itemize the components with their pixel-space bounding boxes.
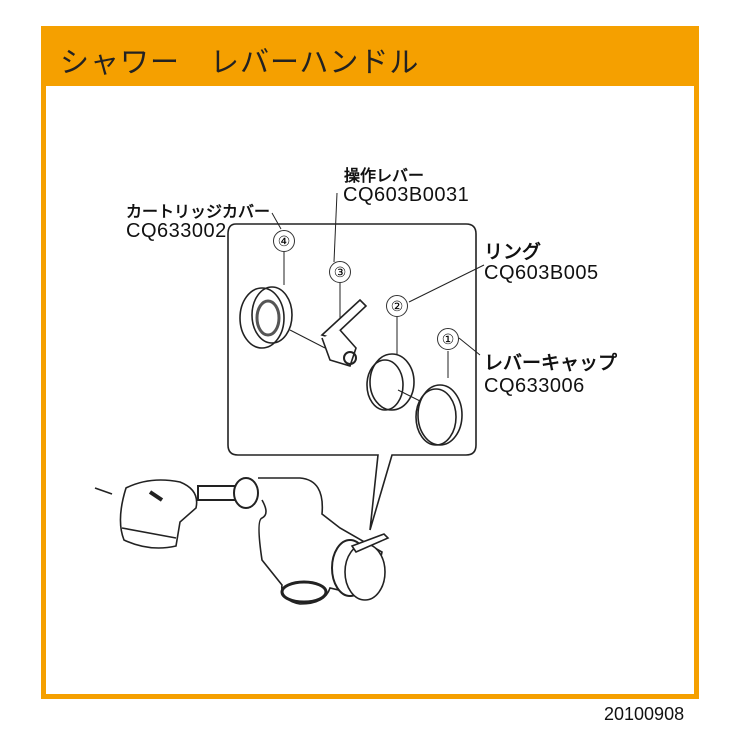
header-bar: シャワー レバーハンドル — [46, 31, 694, 86]
part-name-lever-cap: レバーキャップ — [484, 352, 618, 374]
cartridge-cover-part — [239, 286, 293, 349]
leader-lines — [271, 192, 485, 378]
part-number-2: ② — [386, 295, 408, 317]
faucet-body — [94, 477, 390, 605]
page-title: シャワー レバーハンドル — [60, 45, 420, 79]
part-code-cartridge-cover: CQ633002 — [126, 220, 227, 242]
part-code-operating-lever: CQ603B0031 — [343, 184, 470, 206]
ring-part — [366, 353, 431, 411]
part-number-3: ③ — [329, 261, 351, 283]
part-number-4: ④ — [273, 230, 295, 252]
part-number-1: ① — [437, 328, 459, 350]
part-code-lever-cap: CQ633006 — [484, 375, 585, 397]
part-name-ring: リング — [484, 241, 542, 263]
revision-date: 20100908 — [604, 704, 685, 724]
operating-lever-part — [289, 298, 368, 367]
part-code-ring: CQ603B005 — [484, 262, 599, 284]
lever-cap-part — [415, 384, 463, 446]
part-name-cartridge-cover: カートリッジカバー — [126, 202, 271, 221]
part-name-operating-lever: 操作レバー — [344, 166, 425, 185]
